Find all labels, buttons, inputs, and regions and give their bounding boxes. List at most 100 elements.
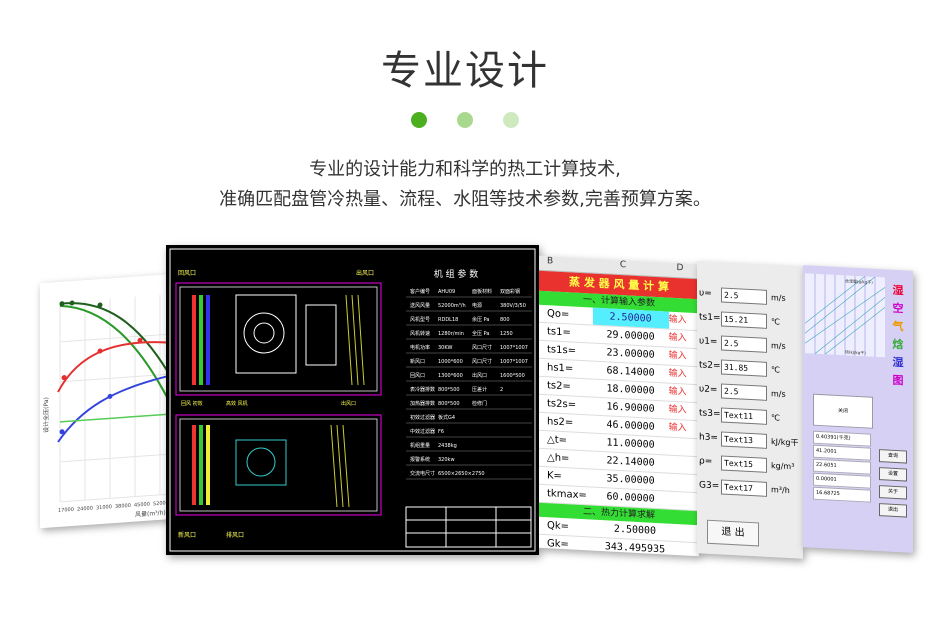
cad-table-cell: 电源 bbox=[472, 302, 482, 309]
field-input[interactable]: Text11 bbox=[721, 406, 767, 425]
row-note: 输入 bbox=[668, 386, 687, 398]
field-input[interactable]: Text13 bbox=[721, 430, 767, 449]
cad-table-cell: 2 bbox=[500, 387, 503, 393]
field-input[interactable]: Text17 bbox=[721, 478, 767, 497]
row-note: 输入 bbox=[668, 350, 687, 362]
field-input[interactable]: 15.21 bbox=[721, 310, 767, 329]
dot-3[interactable] bbox=[503, 112, 519, 128]
row-label: hs2= bbox=[547, 416, 574, 429]
curve-dark-green bbox=[59, 302, 181, 394]
row-note: 输入 bbox=[668, 332, 687, 344]
cad-table-cell: 中效过滤器 bbox=[410, 428, 435, 435]
cad-table-cell: 风口尺寸 bbox=[472, 358, 492, 365]
cad-table-cell: 初效过滤器 bbox=[410, 414, 435, 421]
row-note bbox=[669, 438, 699, 457]
dot-1[interactable] bbox=[411, 112, 427, 128]
cad-table-cell: 送风风量 bbox=[410, 302, 430, 309]
col-header-d: D bbox=[676, 263, 684, 274]
cad-table-cell: 加热器排数 bbox=[410, 400, 435, 407]
row-label: △t= bbox=[547, 434, 567, 447]
cad-table-cell: 380V/3/50 bbox=[500, 303, 526, 309]
cad-table-cell: 机组重量 bbox=[410, 442, 430, 449]
field-unit: ℃ bbox=[771, 316, 780, 327]
title-char: 图 bbox=[892, 373, 904, 388]
title-char: 湿 bbox=[892, 355, 904, 370]
cad-table-cell: 板式G4 bbox=[438, 414, 455, 421]
x-tick-label: 38000 bbox=[115, 503, 131, 510]
field-label: G3= bbox=[699, 480, 720, 492]
field-unit: m/s bbox=[771, 292, 786, 303]
field-input[interactable]: 31.85 bbox=[721, 358, 767, 377]
curve-red bbox=[57, 341, 181, 393]
row-note bbox=[669, 474, 699, 493]
cad-table-cell: 1600*500 bbox=[500, 373, 525, 379]
cad-table-cell: 52000m³/h bbox=[438, 303, 466, 309]
psych-close[interactable]: 关闭 bbox=[813, 393, 873, 429]
cad-table-cell: 风口尺寸 bbox=[472, 344, 492, 351]
cad-table-cell: 1000*600 bbox=[438, 359, 463, 365]
cad-table-cell: 1280r/min bbox=[438, 331, 464, 337]
cad-table-cell: 报警系统 bbox=[410, 456, 430, 463]
svg-text:回风口: 回风口 bbox=[178, 270, 196, 277]
curve-green bbox=[59, 304, 181, 424]
field-input[interactable]: 2.5 bbox=[721, 286, 767, 305]
title-char: 气 bbox=[892, 319, 904, 334]
cad-table-cell: 全压 Pa bbox=[472, 330, 489, 337]
psych-chart: 含湿量(g/kg干) 焓(kJ/kg干) bbox=[805, 273, 885, 358]
field-input[interactable]: Text15 bbox=[721, 454, 767, 473]
psychrometric-panel: 含湿量(g/kg干) 焓(kJ/kg干) 湿空气焓湿图 关闭 0.40391(千… bbox=[803, 265, 913, 553]
field-label: ts3= bbox=[699, 408, 721, 420]
field-input[interactable]: 2.5 bbox=[721, 334, 767, 353]
cad-table-cell: F6 bbox=[438, 429, 444, 435]
row-label: ts1s= bbox=[547, 344, 577, 357]
cad-label-exhaust: 排风口 bbox=[226, 531, 244, 539]
row-note bbox=[669, 492, 699, 511]
vertical-title: 湿空气焓湿图 bbox=[887, 282, 909, 391]
cad-table-cell: 双面彩钢 bbox=[500, 288, 520, 295]
page-title: 专业设计 bbox=[381, 48, 549, 94]
row-label: tkmax= bbox=[547, 488, 587, 502]
psych-button[interactable]: 查询 bbox=[879, 449, 907, 464]
field-unit: m/s bbox=[771, 340, 786, 351]
cad-mid-label-1: 回风 初效 bbox=[181, 400, 203, 407]
row-label: ts1= bbox=[547, 326, 571, 339]
field-unit: m/s bbox=[771, 388, 786, 399]
readout-field: 16.68725 bbox=[813, 486, 871, 503]
psych-button[interactable]: 关于 bbox=[879, 485, 907, 500]
psych-axis-top: 含湿量(g/kg干) bbox=[845, 277, 873, 284]
cad-table-cell: 风机型号 bbox=[410, 316, 430, 323]
cad-table-cell: 压差计 bbox=[472, 386, 487, 393]
cad-table-cell: 回风口 bbox=[410, 373, 425, 379]
row-label: Gk= bbox=[547, 538, 569, 551]
row-label: ts2= bbox=[547, 380, 571, 393]
title-char: 湿 bbox=[892, 283, 904, 298]
cad-mid-label-3: 出风口 bbox=[341, 400, 356, 407]
cad-table-cell: RDDL18 bbox=[438, 317, 458, 323]
row-label: ts2s= bbox=[547, 398, 577, 411]
row-note: 输入 bbox=[668, 368, 687, 380]
cad-table-cell: 6500×2650×2750 bbox=[438, 471, 485, 477]
cad-table-cell: AHU09 bbox=[438, 289, 455, 295]
cad-table-cell: 客户编号 bbox=[410, 288, 430, 295]
x-tick-label: 52000 bbox=[153, 500, 169, 507]
field-label: υ2= bbox=[699, 384, 718, 396]
cad-mid-label-2: 高效 风机 bbox=[226, 400, 248, 407]
field-unit: ℃ bbox=[771, 412, 780, 423]
psych-button[interactable]: 退出 bbox=[879, 503, 907, 518]
exit-button[interactable]: 退 出 bbox=[707, 519, 759, 547]
y-axis-label: 设计全压(Pa) bbox=[42, 397, 50, 433]
psych-button[interactable]: 设置 bbox=[879, 467, 907, 482]
row-value[interactable]: 343.495935 bbox=[604, 541, 666, 556]
field-unit: kJ/kg干 bbox=[771, 436, 799, 448]
field-label: ts2= bbox=[699, 360, 721, 372]
row-note: 输入 bbox=[668, 314, 687, 326]
cad-table-cell: 检修门 bbox=[472, 400, 487, 407]
field-input[interactable]: 2.5 bbox=[721, 382, 767, 401]
dot-2[interactable] bbox=[457, 112, 473, 128]
